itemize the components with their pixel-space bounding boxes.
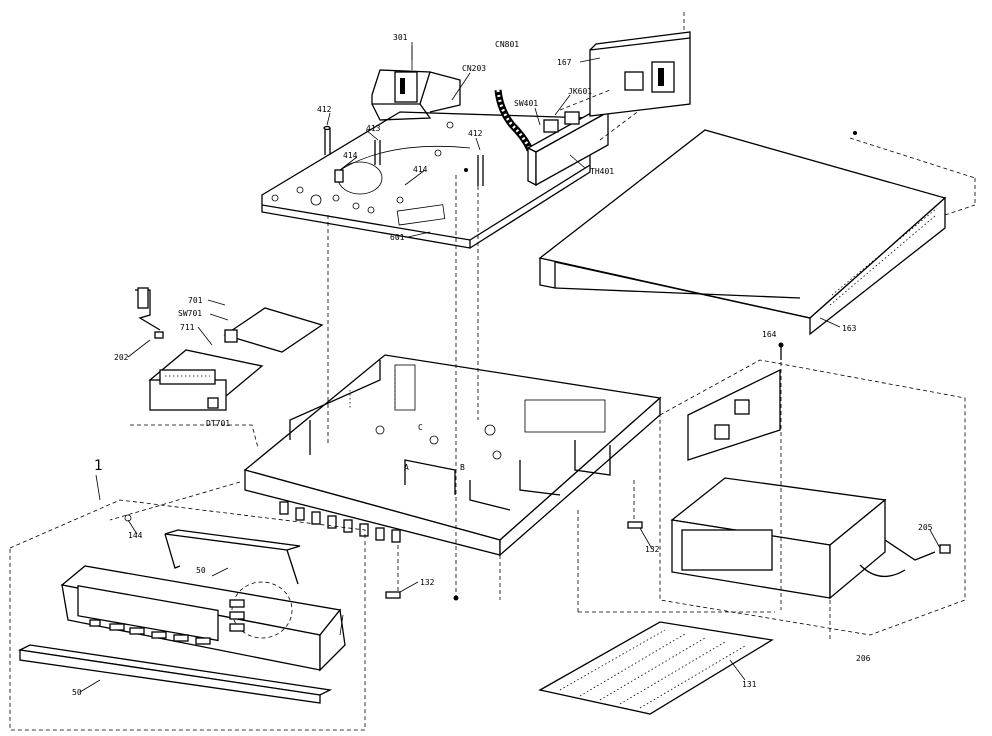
label-sw401: SW401 <box>514 99 538 108</box>
plate-perforations <box>559 629 746 709</box>
label-144: 144 <box>128 531 143 540</box>
foot-132-left <box>385 591 401 599</box>
heatsink-th401 <box>526 107 610 187</box>
rear-panel-167 <box>559 12 691 141</box>
vent-slots <box>829 207 938 306</box>
label-414-right: 414 <box>413 165 428 174</box>
label-202: 202 <box>114 353 129 362</box>
point-c: C <box>418 423 423 432</box>
label-412-left: 412 <box>317 105 332 114</box>
label-dt701: DT701 <box>206 419 230 428</box>
label-132-right: 132 <box>645 545 660 554</box>
label-413: 413 <box>366 124 381 133</box>
bottom-plate-131 <box>538 621 774 715</box>
front-buttons <box>89 619 211 645</box>
screw-164 <box>778 342 784 360</box>
label-50-upper: 50 <box>196 566 206 575</box>
front-panel-assembly <box>9 499 366 731</box>
display-pcb-701 <box>130 287 324 449</box>
label-sw701: SW701 <box>178 309 202 318</box>
label-167: 167 <box>557 58 572 67</box>
group-marker-1: 1 <box>94 458 103 474</box>
label-131: 131 <box>742 680 757 689</box>
label-601: 601 <box>390 233 405 242</box>
label-414-left: 414 <box>343 151 358 160</box>
part-labels: 1 301 CN801 167 CN203 412 413 JK601 SW40… <box>72 33 933 697</box>
cable-cn801 <box>494 89 534 152</box>
top-cover-163 <box>538 129 976 336</box>
foot-132-right <box>627 521 643 529</box>
main-chassis <box>243 354 662 557</box>
label-701: 701 <box>188 296 203 305</box>
label-jk601: JK601 <box>568 87 592 96</box>
transformer-301 <box>371 46 461 121</box>
label-205: 205 <box>918 523 933 532</box>
label-206: 206 <box>856 654 871 663</box>
leader-lines <box>79 42 941 693</box>
label-132-left: 132 <box>420 578 435 587</box>
label-cn801: CN801 <box>495 40 519 49</box>
point-a: A <box>404 463 409 472</box>
label-163: 163 <box>842 324 857 333</box>
point-b: B <box>460 463 465 472</box>
label-50-lower: 50 <box>72 688 82 697</box>
label-164: 164 <box>762 330 777 339</box>
label-301: 301 <box>393 33 408 42</box>
tuner-assembly <box>659 359 966 636</box>
label-711: 711 <box>180 323 195 332</box>
main-pcb-601 <box>261 111 591 249</box>
label-cn203: CN203 <box>462 64 486 73</box>
label-412-right: 412 <box>468 129 483 138</box>
label-th401: TH401 <box>590 167 614 176</box>
assembly-guide-lines <box>109 168 831 640</box>
